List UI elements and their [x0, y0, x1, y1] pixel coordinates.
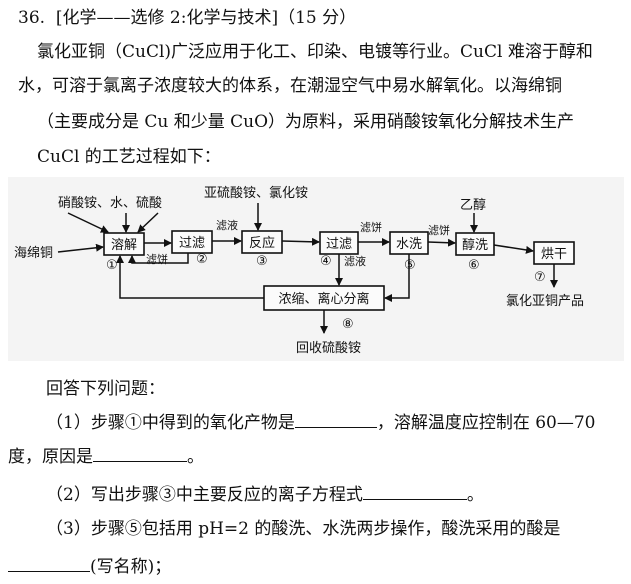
label-residue-1: 滤饼 — [146, 252, 168, 266]
box-concentrate: 浓缩、离心分离 — [263, 285, 385, 311]
question-header-line: 36. [化学——选修 2:化学与技术]（15 分） — [18, 6, 356, 30]
intro-line-1: 氯化亚铜（CuCl)广泛应用于化工、印染、电镀等行业。CuCl 难溶于醇和 — [37, 42, 593, 62]
step-7: ⑦ — [534, 270, 546, 285]
question-2-line: （2）写出步骤③中主要反应的离子方程式。 — [46, 481, 484, 507]
answer-blank-4[interactable] — [8, 553, 90, 572]
label-filtrate-1: 滤液 — [216, 218, 238, 232]
box-dissolve: 溶解 — [103, 232, 145, 256]
answer-prompt: 回答下列问题： — [46, 379, 165, 399]
box-alcohol-wash: 醇洗 — [455, 232, 495, 256]
svg-text:浓缩、离心分离: 浓缩、离心分离 — [278, 291, 369, 307]
process-flow-diagram: 硝酸铵、水、硫酸 亚硫酸铵、氯化铵 乙醇 海绵铜 溶解 过滤 反应 过滤 水洗 … — [8, 177, 624, 361]
svg-text:烘干: 烘干 — [541, 247, 567, 262]
step-3: ③ — [256, 254, 268, 269]
box-react: 反应 — [241, 230, 283, 254]
label-filtrate-2: 滤液 — [344, 254, 366, 268]
recycle-label: 回收硫酸铵 — [296, 341, 361, 356]
question-1-line-1: （1）步骤①中得到的氧化产物是，溶解温度应控制在 60—70 — [46, 409, 596, 435]
question-3-line-1: （3）步骤⑤包括用 pH=2 的酸洗、水洗两步操作，酸洗采用的酸是 — [46, 519, 561, 539]
svg-text:醇洗: 醇洗 — [462, 237, 488, 253]
reagents-step1-label: 硝酸铵、水、硫酸 — [58, 196, 162, 211]
step-2: ② — [196, 252, 208, 267]
box-filter-1: 过滤 — [171, 230, 213, 254]
svg-text:过滤: 过滤 — [179, 236, 205, 251]
svg-text:溶解: 溶解 — [111, 238, 137, 253]
step-6: ⑥ — [468, 258, 480, 273]
question-3-line-2: (写名称)； — [8, 553, 171, 579]
step-8: ⑧ — [342, 317, 354, 332]
reagents-step3-label: 亚硫酸铵、氯化铵 — [204, 186, 308, 201]
svg-text:过滤: 过滤 — [326, 237, 352, 252]
box-dry: 烘干 — [533, 241, 575, 265]
question-1-line-2: 度，原因是。 — [8, 443, 204, 469]
flow-arrows — [57, 237, 558, 334]
reagent-arrows — [67, 203, 478, 233]
intro-line-2: 水，可溶于氯离子浓度较大的体系，在潮湿空气中易水解氧化。以海绵铜 — [18, 76, 562, 96]
intro-line-4: CuCl 的工艺过程如下： — [37, 147, 221, 167]
answer-blank-1[interactable] — [294, 409, 377, 428]
reagent-ethanol-label: 乙醇 — [460, 197, 486, 213]
svg-text:反应: 反应 — [249, 235, 275, 251]
box-filter-2: 过滤 — [319, 231, 359, 255]
answer-blank-3[interactable] — [362, 481, 467, 500]
question-number: 36. — [18, 8, 46, 28]
product-label: 氯化亚铜产品 — [506, 294, 584, 309]
intro-line-3: （主要成分是 Cu 和少量 CuO）为原料，采用硝酸铵氧化分解技术生产 — [37, 112, 575, 132]
step-1: ① — [106, 258, 118, 273]
raw-material-label: 海绵铜 — [14, 246, 53, 261]
svg-text:水洗: 水洗 — [396, 237, 422, 252]
step-4: ④ — [320, 254, 332, 269]
label-residue-2: 滤饼 — [360, 220, 382, 234]
answer-blank-2[interactable] — [93, 443, 187, 462]
label-residue-3: 滤饼 — [428, 223, 450, 237]
step-5: ⑤ — [404, 258, 416, 273]
question-header: [化学——选修 2:化学与技术]（15 分） — [55, 8, 357, 28]
box-water-wash: 水洗 — [389, 231, 429, 255]
